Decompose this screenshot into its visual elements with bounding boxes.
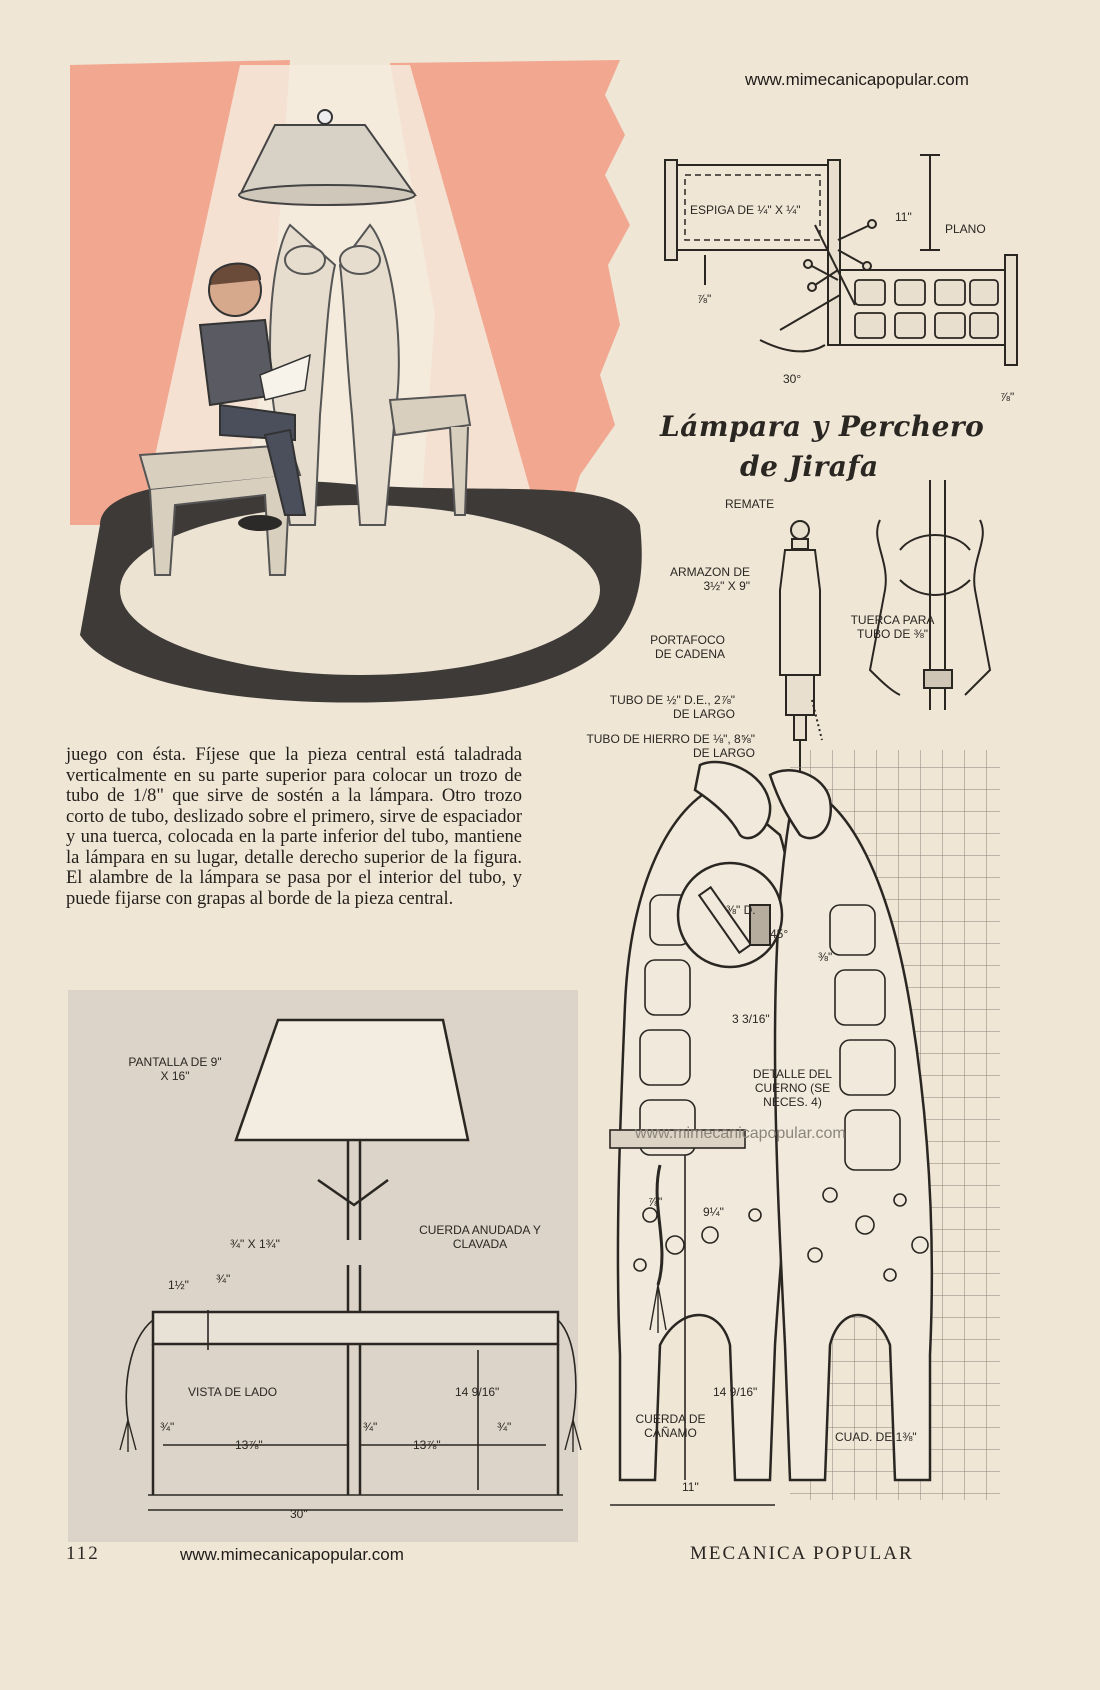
article-title-line2: de Jirafa (740, 450, 879, 483)
side-view-diagram (119, 1018, 582, 1511)
hole-diameter-label: ⅜" D. (726, 903, 756, 917)
tubo-half-label: TUBO DE ½" D.E., 2⅞" DE LARGO (609, 693, 735, 721)
watermark-url-center: www.mimecanicapopular.com (635, 1125, 846, 1142)
illustration-boy-giraffe-bench (70, 60, 642, 703)
plan-seven-eighths-left: ⅞" (697, 292, 712, 306)
plano-label: PLANO (945, 222, 986, 236)
one-half-label: 1½" (168, 1278, 189, 1292)
page-number: 112 (66, 1543, 100, 1564)
giraffe-height-label: 14 9/16" (713, 1385, 758, 1399)
three-quarter-right-label: ¾" (497, 1420, 512, 1434)
plan-angle-label: 30° (783, 372, 802, 386)
remate-label: REMATE (725, 497, 775, 511)
horn-three-eighths-label: ⅜" (818, 950, 833, 964)
pantalla-label: PANTALLA DE 9" X 16" (128, 1055, 222, 1083)
giraffe-pattern-diagram (609, 750, 1000, 1506)
horn-length-label: 3 3/16" (732, 1012, 770, 1026)
three-quarter-mid-label: ¾" (363, 1420, 378, 1434)
watermark-url-bottom: www.mimecanicapopular.com (180, 1545, 404, 1564)
seat-nine-quarter-label: 9¼" (703, 1205, 724, 1219)
seat-seven-eighths-label: ⅞" (648, 1195, 663, 1209)
plan-seven-eighths-right: ⅞" (1000, 390, 1015, 404)
vista-de-lado-label: VISTA DE LADO (188, 1385, 278, 1399)
plan-diagram (664, 154, 1018, 366)
tuerca-label: TUERCA PARA TUBO DE ⅜" (850, 613, 935, 641)
armazon-label: ARMAZON DE 3½" X 9" (669, 565, 750, 593)
giraffe-width-label: 11" (682, 1480, 699, 1494)
total-width-label: 30" (290, 1507, 308, 1521)
span-right-label: 13⅞" (413, 1438, 441, 1452)
horn-angle-label: 45° (770, 927, 789, 941)
plan-height-label: 11" (895, 210, 912, 224)
board-size-label: ¾" X 1¾" (230, 1237, 280, 1251)
portafoco-label: PORTAFOCO DE CADENA (650, 633, 725, 661)
three-quarter-top-label: ¾" (216, 1272, 231, 1286)
span-left-label: 13⅞" (235, 1438, 263, 1452)
side-height-label: 14 9/16" (455, 1385, 500, 1399)
article-title-line1: Lámpara y Perchero (660, 410, 985, 443)
article-body-text: juego con ésta. Fíjese que la pieza cent… (66, 745, 522, 909)
three-quarter-left-label: ¾" (160, 1420, 175, 1434)
watermark-url-top: www.mimecanicapopular.com (745, 70, 969, 89)
grid-size-label: CUAD. DE 1⅜" (835, 1430, 917, 1444)
magazine-name: MECANICA POPULAR (690, 1543, 914, 1564)
detalle-cuerno-label: DETALLE DEL CUERNO (SE NECES. 4) (752, 1067, 833, 1109)
lamp-detail-diagram (779, 480, 992, 780)
cuerda-canamo-label: CUERDA DE CAÑAMO (635, 1412, 706, 1440)
cuerda-anudada-label: CUERDA ANUDADA Y CLAVADA (419, 1223, 541, 1251)
espiga-label: ESPIGA DE ¼" X ¼" (690, 203, 801, 217)
tubo-hierro-label: TUBO DE HIERRO DE ⅛", 8⅝" DE LARGO (586, 732, 755, 760)
